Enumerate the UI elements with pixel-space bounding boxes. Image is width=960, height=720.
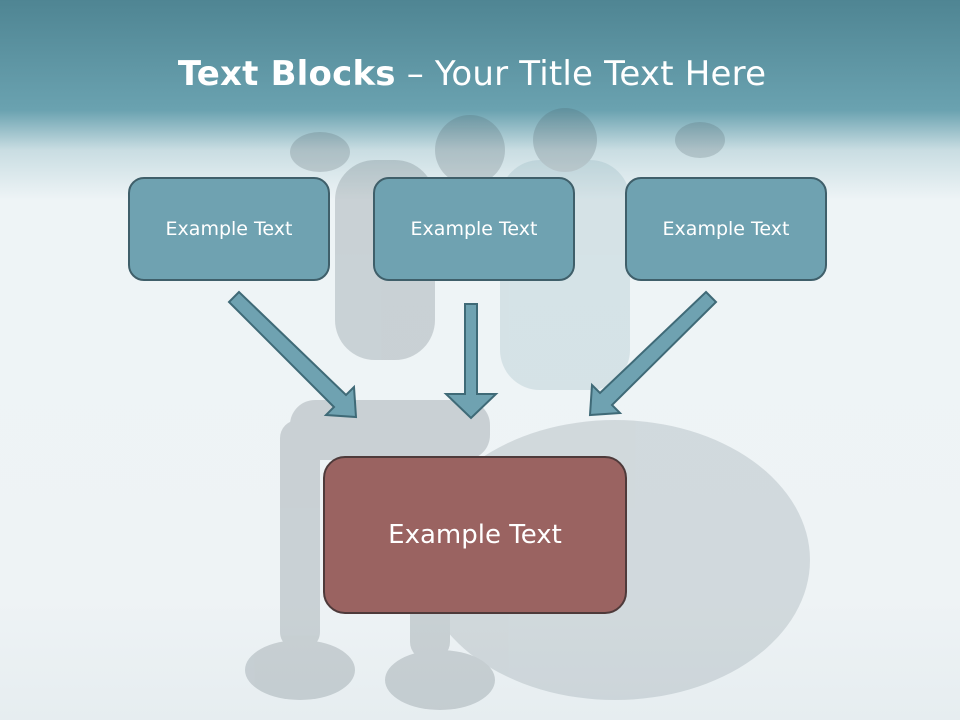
text-block-2-label: Example Text bbox=[410, 218, 538, 240]
title-rest: – Your Title Text Here bbox=[395, 54, 767, 94]
target-block-label: Example Text bbox=[388, 520, 562, 550]
text-block-2[interactable]: Example Text bbox=[373, 177, 575, 281]
text-block-3-label: Example Text bbox=[662, 218, 790, 240]
title-bold: Text Blocks bbox=[177, 54, 396, 94]
target-block[interactable]: Example Text bbox=[323, 456, 627, 614]
text-block-3[interactable]: Example Text bbox=[625, 177, 827, 281]
text-block-1-label: Example Text bbox=[165, 218, 293, 240]
arrow-center-icon bbox=[443, 303, 499, 420]
text-block-1[interactable]: Example Text bbox=[128, 177, 330, 281]
page-title: Text Blocks – Your Title Text Here bbox=[0, 54, 944, 94]
arrow-right-icon bbox=[588, 290, 718, 417]
arrow-left-icon bbox=[227, 290, 358, 419]
